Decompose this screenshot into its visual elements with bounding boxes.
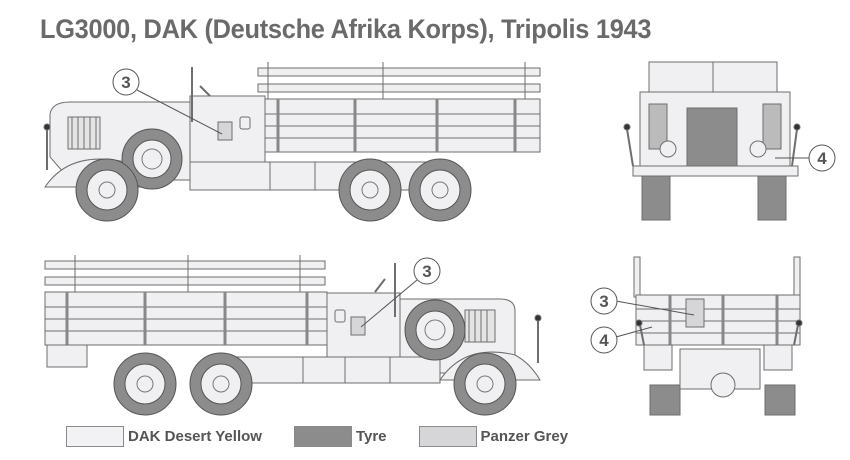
callout-3: 3 xyxy=(360,257,441,328)
color-swatch xyxy=(418,426,477,447)
right-side-view: 3 xyxy=(44,255,542,416)
headlight xyxy=(749,140,767,158)
rear-wheel xyxy=(408,158,472,222)
rear-wheel xyxy=(338,158,402,222)
left-side-view: 3 xyxy=(43,62,541,222)
tyre xyxy=(757,175,787,221)
callout-4: 4 xyxy=(590,326,653,354)
tailgate-insignia xyxy=(685,298,705,328)
spare-wheel xyxy=(404,299,466,361)
cargo-rack-rail xyxy=(257,83,541,93)
legend-label: DAK Desert Yellow xyxy=(128,428,262,445)
tailgate xyxy=(635,294,801,346)
front-wheel xyxy=(75,158,139,222)
callout-3: 3 xyxy=(590,287,695,316)
svg-text:3: 3 xyxy=(599,292,608,311)
side-box xyxy=(234,356,441,384)
front-wheel xyxy=(453,352,517,416)
cargo-rack-rail xyxy=(257,67,541,77)
front-view: 4 xyxy=(623,61,836,221)
svg-text:4: 4 xyxy=(817,149,827,168)
rear-wheel xyxy=(113,352,177,416)
headlight xyxy=(659,140,677,158)
tyre xyxy=(641,175,671,221)
bumper xyxy=(632,165,799,177)
tyre xyxy=(649,384,681,416)
differential xyxy=(710,372,736,398)
cargo-rack-rail xyxy=(44,276,326,286)
legend-item-desert-yellow: DAK Desert Yellow xyxy=(66,426,262,447)
cargo-rack-rail xyxy=(44,260,326,270)
svg-text:3: 3 xyxy=(121,73,130,92)
color-legend: DAK Desert Yellow Tyre Panzer Grey xyxy=(66,426,600,447)
callout-3: 3 xyxy=(112,68,223,135)
color-swatch xyxy=(66,426,124,447)
legend-item-panzer-grey: Panzer Grey xyxy=(418,426,569,447)
rear-view: 3 4 xyxy=(590,256,803,416)
legend-label: Panzer Grey xyxy=(480,428,569,445)
door-insignia xyxy=(217,121,233,141)
svg-text:4: 4 xyxy=(599,331,609,350)
spare-wheel xyxy=(121,128,183,190)
rear-wheel xyxy=(189,352,253,416)
color-swatch xyxy=(293,426,352,447)
svg-text:3: 3 xyxy=(422,262,431,281)
door-insignia xyxy=(350,316,366,336)
callout-4: 4 xyxy=(775,144,836,172)
legend-item-tyre: Tyre xyxy=(293,426,387,447)
radiator-grille xyxy=(686,107,738,167)
legend-label: Tyre xyxy=(355,428,387,445)
tyre xyxy=(764,384,796,416)
page-title: LG3000, DAK (Deutsche Afrika Korps), Tri… xyxy=(40,14,652,44)
